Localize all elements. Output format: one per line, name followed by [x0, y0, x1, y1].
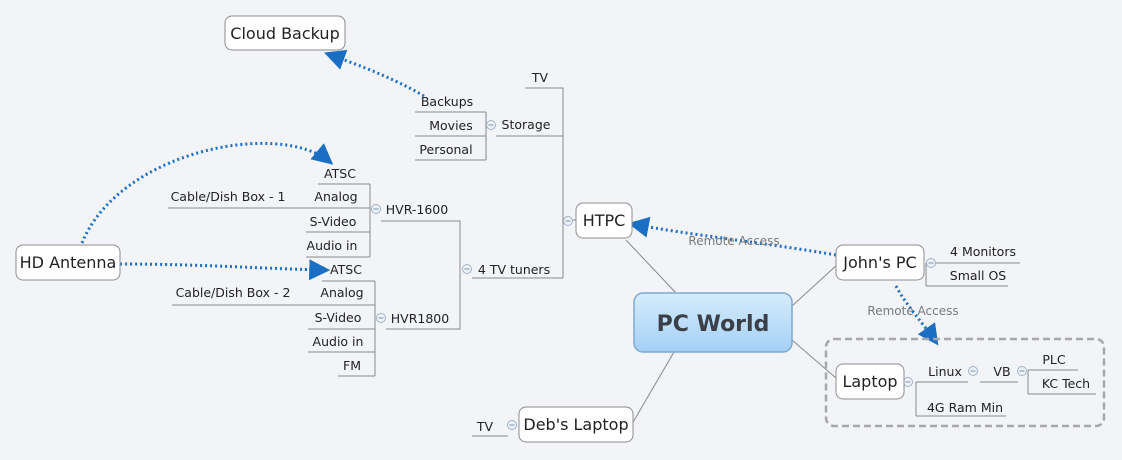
subtopic-kc-tech[interactable]: KC Tech — [1042, 376, 1090, 391]
subtopic-tv[interactable]: TV — [531, 70, 549, 85]
topic-debs-laptop[interactable]: Deb's Laptop — [518, 406, 634, 443]
subtopic-backups[interactable]: Backups — [421, 94, 473, 109]
subtopic-hvr1800[interactable]: HVR1800 — [391, 311, 449, 326]
subtopic-s-video[interactable]: S-Video — [315, 310, 362, 325]
collapse-icon[interactable] — [926, 258, 936, 268]
topic-laptop[interactable]: Laptop — [835, 363, 905, 400]
collapse-icon[interactable] — [507, 420, 517, 430]
topic-label: Cloud Backup — [230, 24, 339, 43]
subtopic-atsc[interactable]: ATSC — [324, 166, 356, 181]
subtopic-small-os[interactable]: Small OS — [950, 268, 1007, 283]
topic-label: Deb's Laptop — [523, 415, 628, 434]
collapse-icon[interactable] — [1017, 366, 1027, 376]
relationship-lines — [80, 49, 939, 346]
topic-label: John's PC — [842, 253, 916, 272]
collapse-markers — [371, 120, 1027, 430]
central-topic-label: PC World — [657, 312, 770, 337]
collapse-icon[interactable] — [486, 120, 496, 130]
subtopic-atsc[interactable]: ATSC — [330, 262, 362, 277]
subtopic-4-monitors[interactable]: 4 Monitors — [950, 244, 1016, 259]
topic-label: HTPC — [583, 211, 626, 230]
connectors — [168, 87, 1096, 437]
subtopic-cable-box-2[interactable]: Cable/Dish Box - 2 — [176, 285, 291, 300]
collapse-icon[interactable] — [903, 377, 913, 387]
subtopic-audio-in[interactable]: Audio in — [307, 238, 358, 253]
subtopic-4g-ram-min[interactable]: 4G Ram Min — [927, 400, 1003, 415]
subtopic-linux[interactable]: Linux — [928, 364, 962, 379]
topic-htpc[interactable]: HTPC — [575, 202, 633, 239]
subtopic-fm[interactable]: FM — [343, 358, 361, 373]
collapse-icon[interactable] — [371, 204, 381, 214]
collapse-icon[interactable] — [462, 264, 472, 274]
subtopic-plc[interactable]: PLC — [1042, 352, 1066, 367]
topic-label: Laptop — [842, 372, 897, 391]
laptop-boundary — [824, 337, 1106, 428]
subtopic-storage[interactable]: Storage — [502, 117, 551, 132]
subtopic-tv[interactable]: TV — [476, 419, 494, 434]
topic-hd-antenna[interactable]: HD Antenna — [15, 244, 121, 281]
relationship-label: Remote Access — [867, 304, 958, 318]
collapse-icon[interactable] — [968, 366, 978, 376]
subtopic-analog[interactable]: Analog — [320, 285, 363, 300]
subtopic-personal[interactable]: Personal — [419, 142, 472, 157]
subtopic-4-tv-tuners[interactable]: 4 TV tuners — [478, 262, 550, 277]
relationship-label: Remote Access — [688, 234, 779, 248]
collapse-icon[interactable] — [563, 216, 573, 226]
subtopic-vb[interactable]: VB — [993, 364, 1010, 379]
subtopic-s-video[interactable]: S-Video — [310, 214, 357, 229]
subtopic-analog[interactable]: Analog — [314, 189, 357, 204]
central-topic[interactable]: PC World — [633, 292, 793, 353]
topic-johns-pc[interactable]: John's PC — [835, 244, 925, 281]
topic-cloud-backup[interactable]: Cloud Backup — [224, 15, 346, 51]
subtopic-audio-in[interactable]: Audio in — [313, 334, 364, 349]
subtopic-cable-box-1[interactable]: Cable/Dish Box - 1 — [171, 189, 286, 204]
collapse-icon[interactable] — [376, 313, 386, 323]
subtopic-movies[interactable]: Movies — [429, 118, 473, 133]
topic-label: HD Antenna — [20, 253, 117, 272]
subtopic-hvr-1600[interactable]: HVR-1600 — [386, 202, 448, 217]
